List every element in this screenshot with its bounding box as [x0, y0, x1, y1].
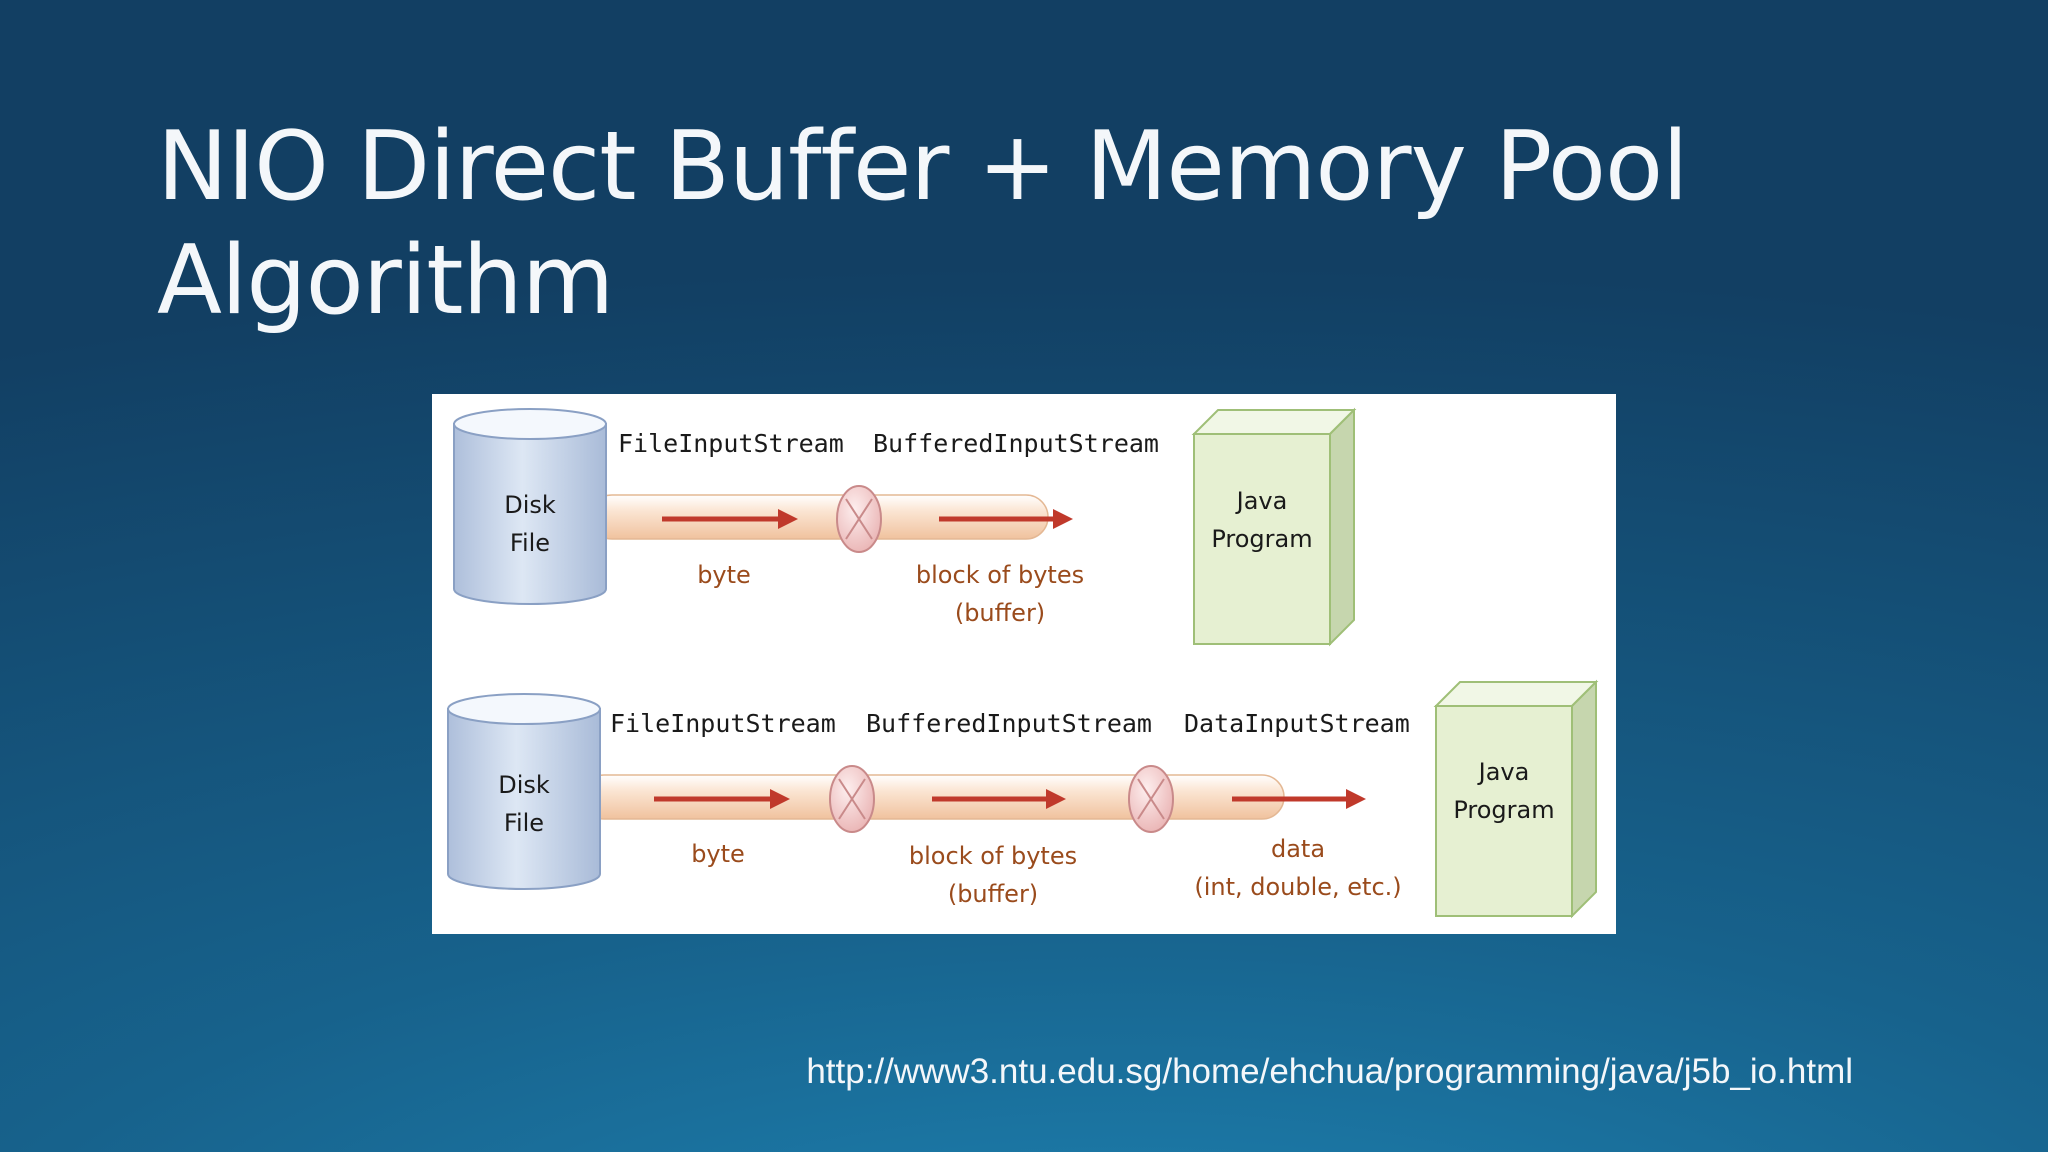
top-block-label: block of bytes — [916, 561, 1084, 589]
top-byte-label: byte — [697, 561, 751, 589]
bottom-stream-label-1: FileInputStream — [610, 709, 836, 738]
title-line-1: NIO Direct Buffer + Memory Pool — [157, 112, 1689, 222]
bottom-buffer-label: (buffer) — [948, 880, 1038, 908]
title-line-2: Algorithm — [157, 226, 614, 336]
bottom-disk-label-1: Disk — [498, 771, 550, 799]
bottom-stream-label-3: DataInputStream — [1184, 709, 1410, 738]
top-flow: Disk File Java Program — [453, 407, 1357, 647]
slide-title: NIO Direct Buffer + Memory Pool Algorith… — [157, 110, 1917, 338]
top-java-program: Java Program — [1191, 407, 1357, 647]
top-buffer-label: (buffer) — [955, 599, 1045, 627]
bottom-stream-label-2: BufferedInputStream — [866, 709, 1152, 738]
bottom-byte-label: byte — [691, 840, 745, 868]
bottom-arrow-3 — [1232, 789, 1366, 809]
top-disk-label-1: Disk — [504, 491, 556, 519]
top-arrow-2 — [939, 509, 1073, 529]
bottom-arrow-1 — [654, 789, 790, 809]
top-valve — [836, 485, 882, 553]
top-program-label-1: Java — [1235, 487, 1288, 515]
bottom-data-label: data — [1271, 835, 1325, 863]
bottom-valve-1 — [829, 765, 875, 833]
bottom-types-label: (int, double, etc.) — [1194, 873, 1401, 901]
top-stream-label-2: BufferedInputStream — [873, 429, 1159, 458]
top-disk-file: Disk File — [453, 408, 607, 605]
bottom-valve-2 — [1128, 765, 1174, 833]
source-url[interactable]: http://www3.ntu.edu.sg/home/ehchua/progr… — [806, 1052, 1853, 1091]
bottom-block-label: block of bytes — [909, 842, 1077, 870]
bottom-java-program: Java Program — [1433, 679, 1599, 919]
bottom-arrow-2 — [932, 789, 1066, 809]
bottom-program-label-1: Java — [1477, 758, 1530, 786]
top-disk-label-2: File — [510, 529, 550, 557]
bottom-disk-file: Disk File — [447, 693, 601, 890]
bottom-program-label-2: Program — [1453, 796, 1554, 824]
bottom-disk-label-2: File — [504, 809, 544, 837]
top-program-label-2: Program — [1211, 525, 1312, 553]
top-arrow-1 — [662, 509, 798, 529]
bottom-flow: Disk File — [447, 679, 1599, 919]
io-streams-diagram: Disk File Java Program — [432, 394, 1616, 934]
top-stream-label-1: FileInputStream — [618, 429, 844, 458]
